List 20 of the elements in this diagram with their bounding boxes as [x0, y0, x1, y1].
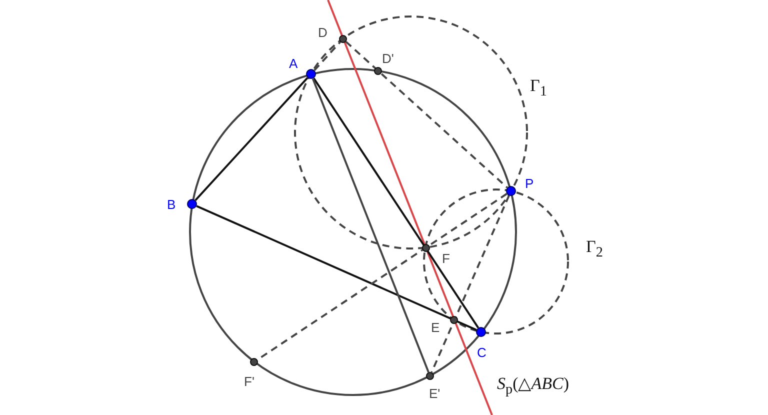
circle-label: Γ$_{1}$	[530, 77, 547, 99]
dashed-line	[314, 41, 342, 71]
point-label: E	[431, 321, 440, 334]
line-label: S$_{p}$(△ABC)	[497, 375, 570, 397]
line-segment	[196, 205, 477, 331]
dashed-line	[345, 40, 508, 188]
circle-label: Γ$_{2}$	[586, 238, 603, 260]
dashed-line	[430, 195, 510, 373]
line-segment	[312, 78, 480, 328]
point-label: C	[477, 346, 486, 359]
point-label: E'	[429, 387, 440, 400]
line-segment	[194, 77, 308, 201]
point-label: P	[525, 177, 534, 190]
point-label: F'	[244, 375, 254, 388]
line-segment	[312, 78, 430, 373]
point-label: A	[289, 57, 298, 70]
point-label: D'	[382, 52, 394, 65]
point-label: D	[318, 26, 328, 39]
point-label: F	[442, 252, 450, 265]
point-label: B	[167, 198, 176, 211]
